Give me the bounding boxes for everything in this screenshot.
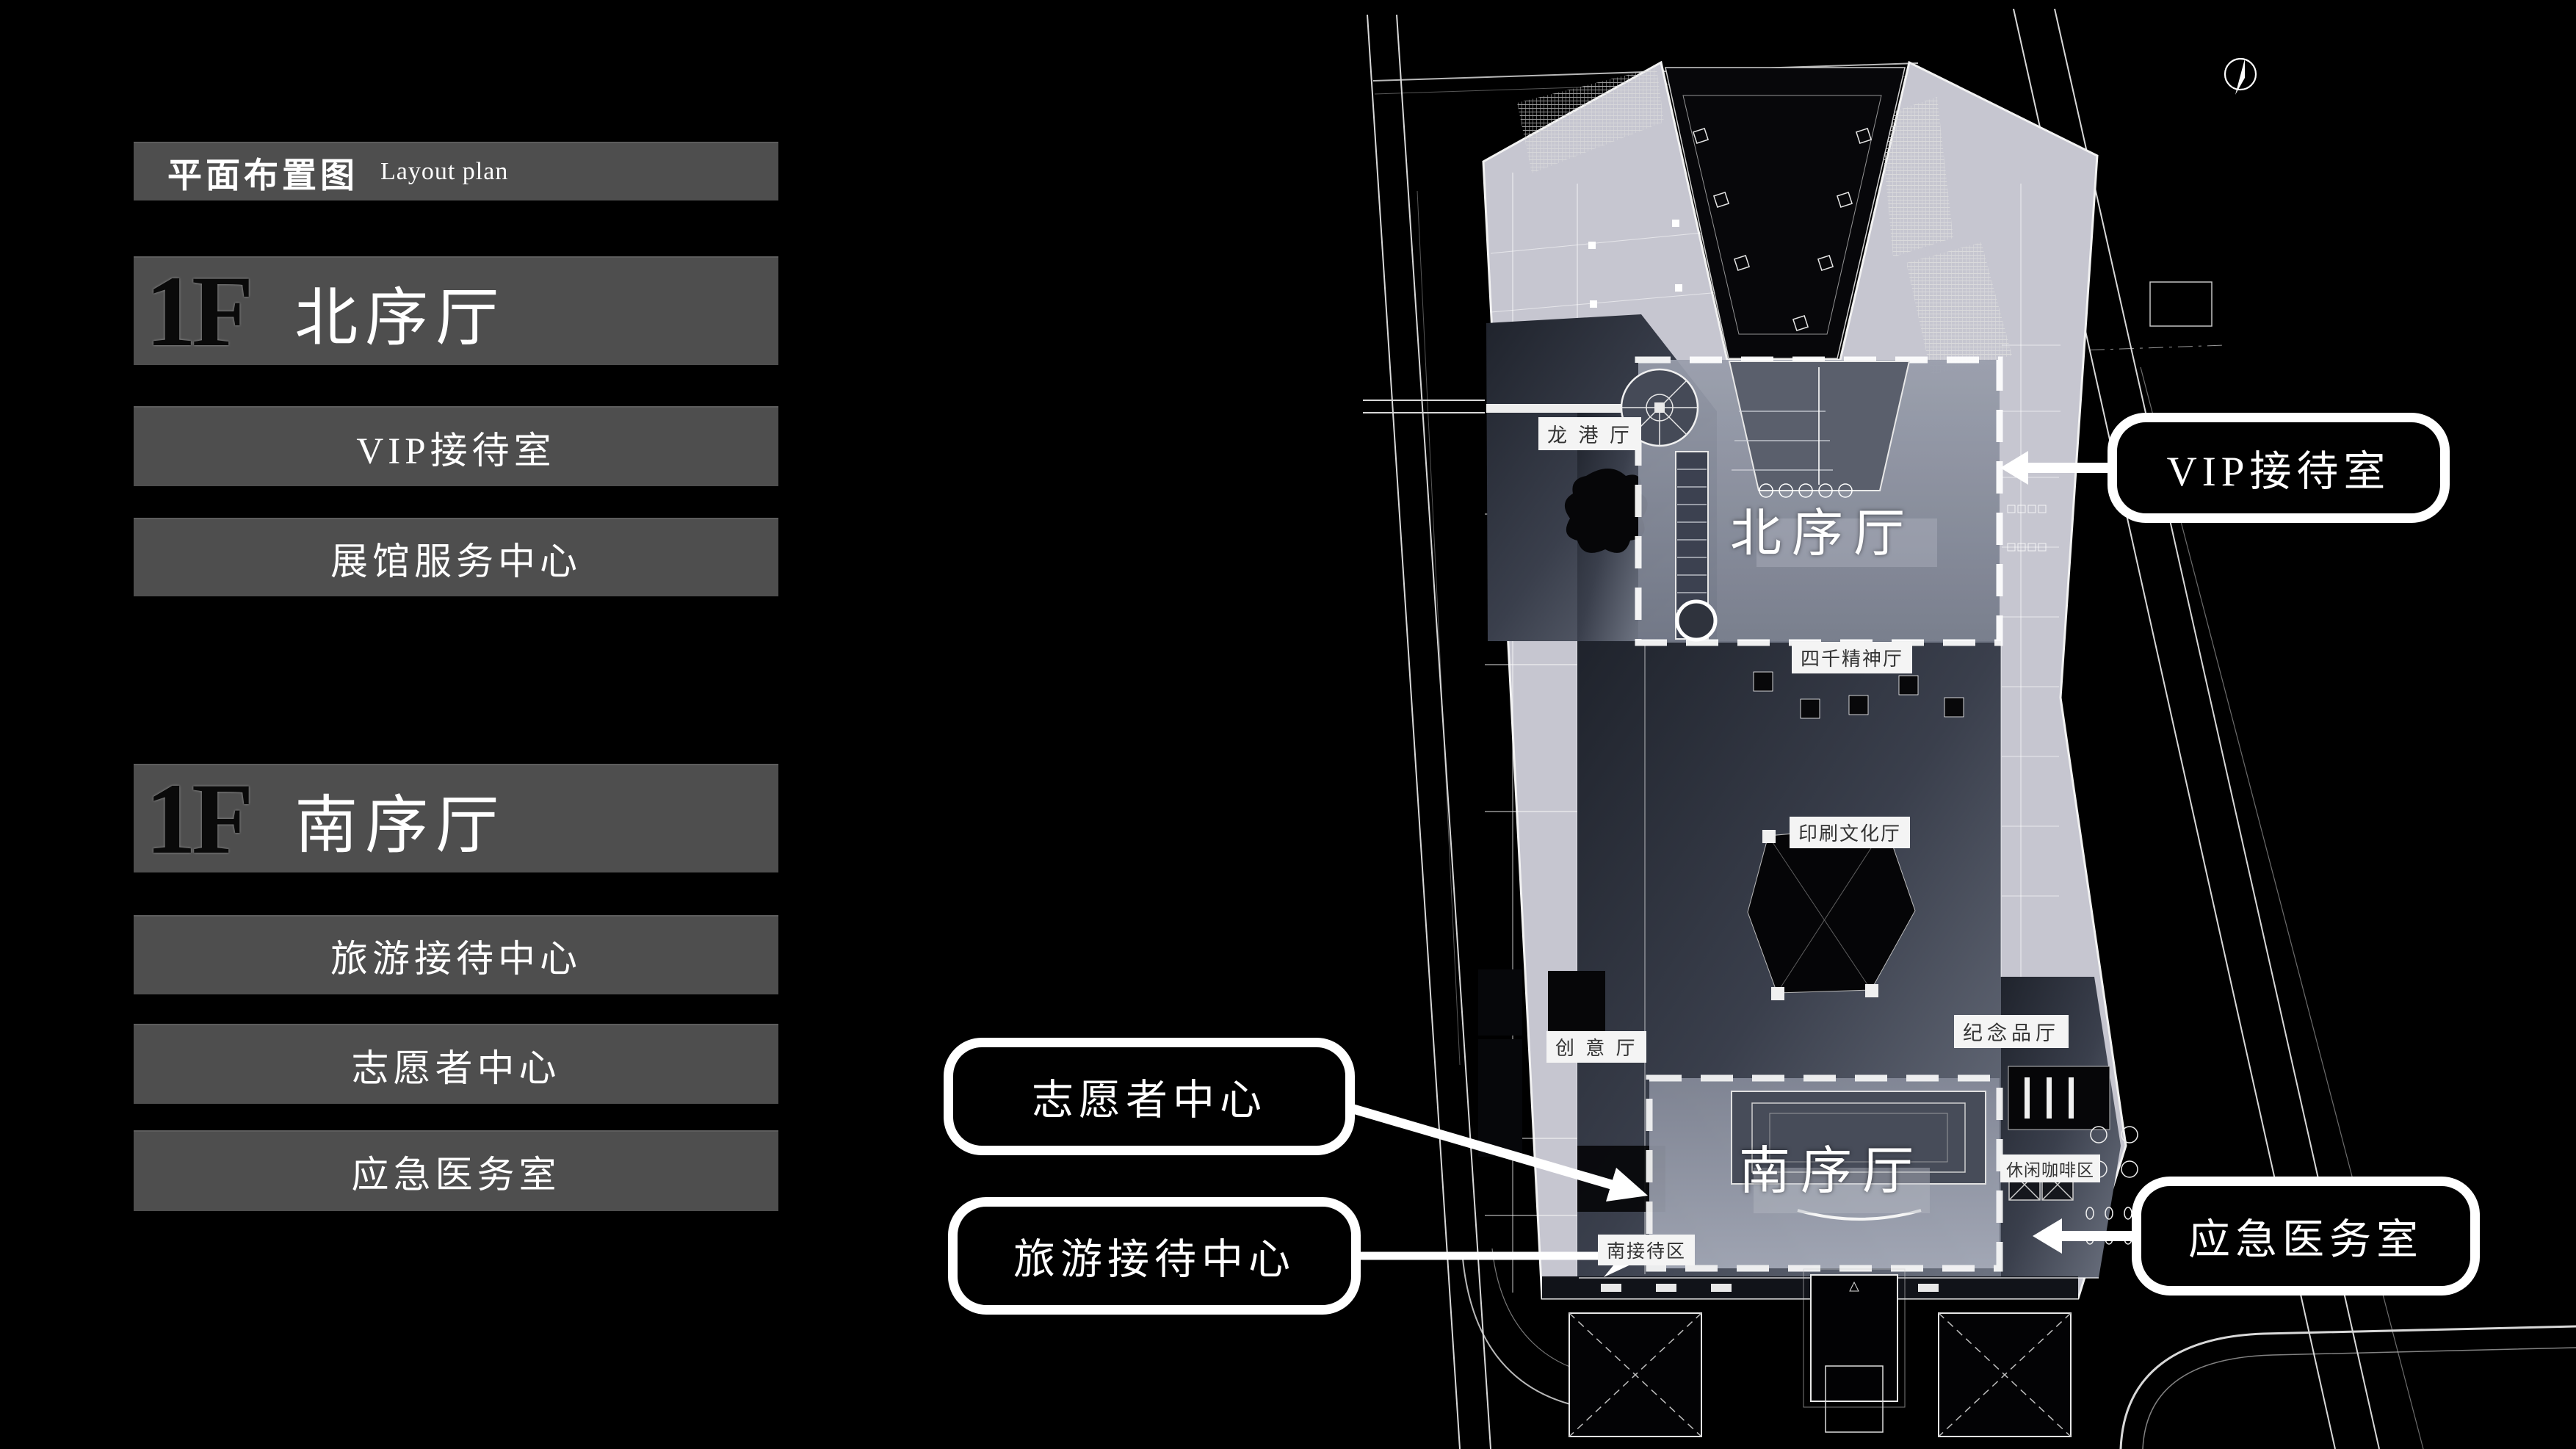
south-hall-zone (1646, 1074, 2003, 1272)
north-hall-zone (1620, 356, 2003, 646)
north-arrow-icon (2224, 57, 2257, 95)
floor-badge: 1F (145, 762, 253, 875)
plan-label-souvenir-hall: 纪念品厅 (1954, 1015, 2069, 1048)
section-title: 南序厅 (294, 789, 507, 861)
page-title-en: Layout plan (380, 158, 509, 185)
menu-item-medical-room: 应急医务室 (134, 1130, 778, 1211)
plan-label-printing-culture-hall: 印刷文化厅 (1790, 817, 1911, 848)
callout-tourist-center: 旅游接待中心 (948, 1197, 1361, 1315)
entrance-notch (1665, 67, 1906, 359)
callout-volunteer-center: 志愿者中心 (944, 1038, 1355, 1155)
section-title: 北序厅 (294, 282, 507, 353)
section-header-south-hall: 1F 南序厅 (134, 764, 778, 872)
callout-connectors (1352, 451, 2137, 1277)
plan-label-south-reception: 南接待区 (1598, 1235, 1696, 1265)
hall-title-north: 北序厅 (1730, 506, 1915, 563)
plan-label-longgang-hall: 龙 港 厅 (1538, 417, 1642, 450)
menu-item-service-center: 展馆服务中心 (134, 518, 778, 596)
callout-medical-room: 应急医务室 (2132, 1177, 2480, 1296)
hall-title-south: 南序厅 (1739, 1143, 1924, 1200)
yingji-arrow (2033, 1218, 2137, 1254)
plan-label-cafe-area: 休闲咖啡区 (2000, 1154, 2100, 1182)
forecourt (1569, 1268, 2072, 1437)
section-header-north-hall: 1F 北序厅 (134, 256, 778, 365)
plan-label-siqian-spirit-hall: 四千精神厅 (1792, 642, 1913, 673)
callout-vip-reception: VIP接待室 (2108, 413, 2450, 523)
zhiyuanzhe-arrow (1352, 1104, 1648, 1202)
floor-badge: 1F (145, 255, 253, 367)
menu-item-volunteer-center: 志愿者中心 (134, 1024, 778, 1104)
central-exhibits (1548, 671, 2152, 1245)
menu-item-tourist-center: 旅游接待中心 (134, 915, 778, 994)
plan-label-creative-hall: 创 意 厅 (1546, 1031, 1647, 1063)
page-title: 平面布置图 (167, 156, 358, 195)
title-bar: 平面布置图 Layout plan (134, 142, 778, 200)
menu-item-vip-reception: VIP接待室 (134, 406, 778, 486)
vip-arrow (2000, 451, 2112, 485)
